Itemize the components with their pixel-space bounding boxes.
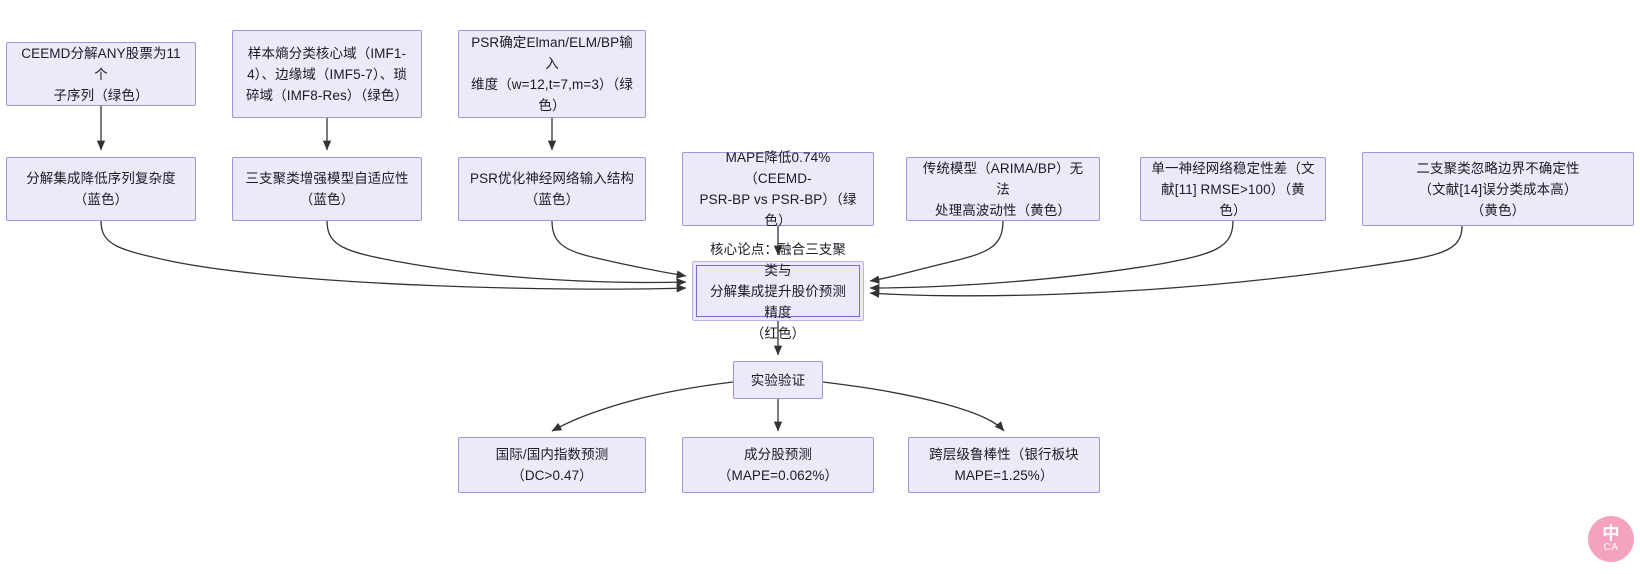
node-label: CEEMD分解ANY股票为11个 子序列（绿色）: [21, 45, 181, 103]
node-label: 二支聚类忽略边界不确定性 （文献[14]误分类成本高） （黄色）: [1416, 160, 1580, 218]
edge-singlenn-to-core: [869, 220, 1234, 293]
edge-decomp-to-core: [100, 220, 687, 293]
node-traditional-model-limitation[interactable]: 传统模型（ARIMA/BP）无法 处理高波动性（黄色）: [906, 157, 1100, 221]
node-label: MAPE降低0.74%（CEEMD- PSR-BP vs PSR-BP）（绿 色…: [699, 150, 857, 228]
edge-twoway-to-core: [869, 225, 1463, 298]
node-ceemd-decomposition[interactable]: CEEMD分解ANY股票为11个 子序列（绿色）: [6, 42, 196, 106]
node-experiment-validation[interactable]: 实验验证: [733, 361, 823, 399]
edge-threeway-to-core: [326, 220, 687, 287]
node-mape-reduction[interactable]: MAPE降低0.74%（CEEMD- PSR-BP vs PSR-BP）（绿 色…: [682, 150, 874, 228]
watermark-subtext: CA: [1603, 541, 1619, 553]
node-label: PSR确定Elman/ELM/BP输入 维度（w=12,t=7,m=3）（绿 色…: [471, 35, 633, 113]
watermark-glyph: 中: [1602, 523, 1620, 543]
node-label: 分解集成降低序列复杂度 （蓝色）: [26, 171, 176, 207]
node-psr-input-dimension[interactable]: PSR确定Elman/ELM/BP输入 维度（w=12,t=7,m=3）（绿 色…: [458, 30, 646, 118]
node-label: 单一神经网络稳定性差（文 献[11] RMSE>100）（黄色）: [1151, 160, 1315, 218]
node-single-neural-network-instability[interactable]: 单一神经网络稳定性差（文 献[11] RMSE>100）（黄色）: [1140, 157, 1326, 221]
node-three-way-clustering-adaptivity[interactable]: 三支聚类增强模型自适应性 （蓝色）: [232, 157, 422, 221]
node-label: 跨层级鲁棒性（银行板块 MAPE=1.25%）: [929, 447, 1079, 483]
edge-psropt-to-core: [551, 220, 687, 279]
node-sample-entropy-classification[interactable]: 样本熵分类核心域（IMF1- 4）、边缘域（IMF5-7）、琐 碎域（IMF8-…: [232, 30, 422, 118]
node-decomposition-complexity[interactable]: 分解集成降低序列复杂度 （蓝色）: [6, 157, 196, 221]
node-cross-level-robustness[interactable]: 跨层级鲁棒性（银行板块 MAPE=1.25%）: [908, 437, 1100, 493]
node-label: 国际/国内指数预测 （DC>0.47）: [495, 447, 609, 483]
node-label: PSR优化神经网络输入结构 （蓝色）: [469, 171, 635, 207]
node-index-forecast[interactable]: 国际/国内指数预测 （DC>0.47）: [458, 437, 646, 493]
node-psr-optimize-network[interactable]: PSR优化神经网络输入结构 （蓝色）: [458, 157, 646, 221]
node-label: 核心论点：融合三支聚类与 分解集成提升股价预测精度 （红色）: [710, 241, 846, 341]
node-label: 三支聚类增强模型自适应性 （蓝色）: [245, 171, 409, 207]
node-label: 成分股预测 （MAPE=0.062%）: [717, 447, 839, 483]
node-label: 样本熵分类核心域（IMF1- 4）、边缘域（IMF5-7）、琐 碎域（IMF8-…: [245, 45, 409, 103]
node-label: 实验验证: [750, 372, 806, 388]
node-label: 传统模型（ARIMA/BP）无法 处理高波动性（黄色）: [922, 160, 1084, 218]
edge-experiment-to-index: [551, 381, 734, 432]
edge-traditional-to-core: [869, 220, 1004, 284]
node-core-claim[interactable]: 核心论点：融合三支聚类与 分解集成提升股价预测精度 （红色）: [692, 242, 864, 341]
node-constituent-stock-forecast[interactable]: 成分股预测 （MAPE=0.062%）: [682, 437, 874, 493]
watermark-badge: 中 CA: [1588, 516, 1634, 562]
edge-experiment-to-robust: [822, 381, 1005, 432]
node-two-way-clustering-limitation[interactable]: 二支聚类忽略边界不确定性 （文献[14]误分类成本高） （黄色）: [1362, 152, 1634, 226]
